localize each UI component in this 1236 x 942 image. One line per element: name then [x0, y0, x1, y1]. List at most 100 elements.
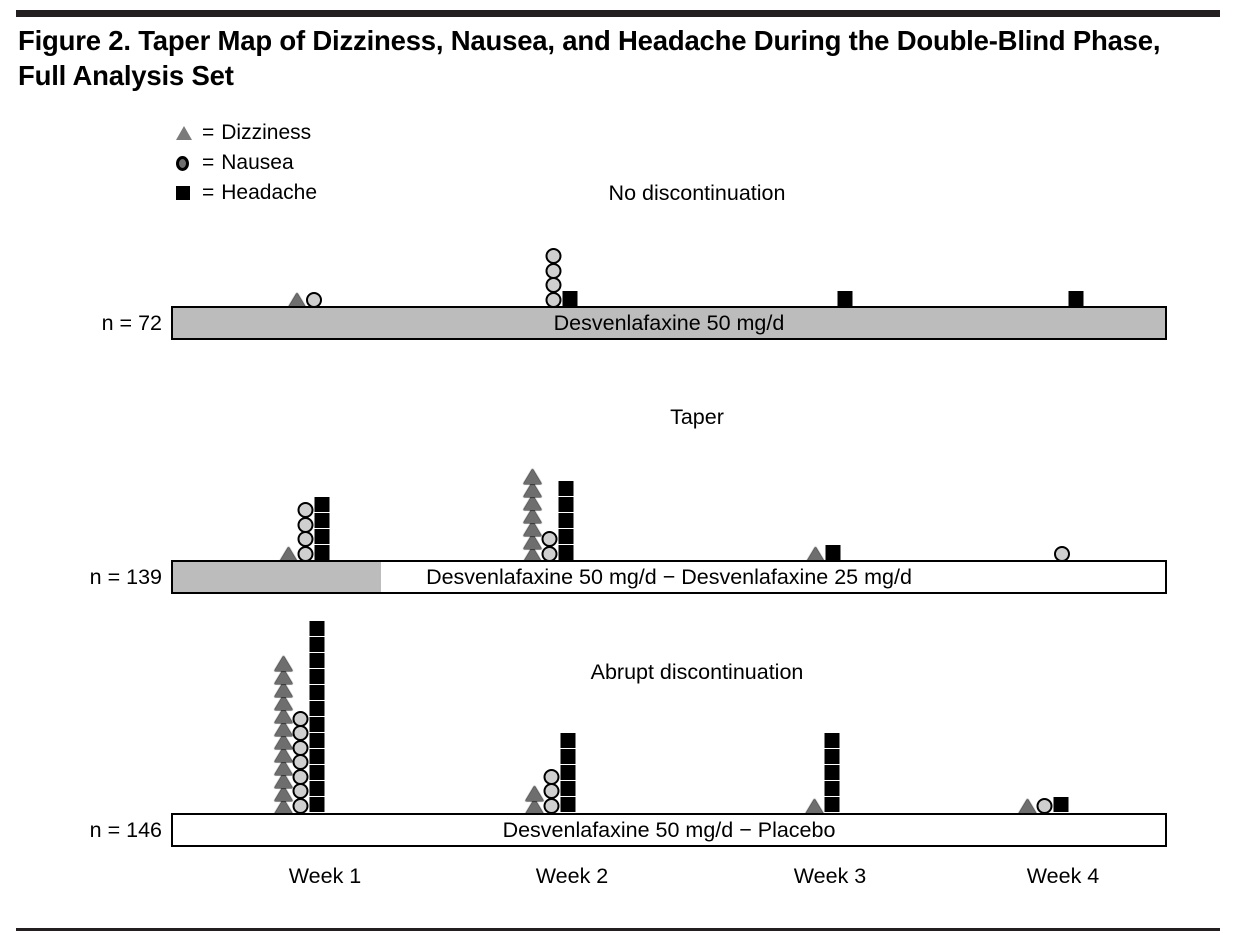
- page-title: Figure 2. Taper Map of Dizziness, Nausea…: [18, 25, 1161, 91]
- marker-stack: [806, 544, 842, 562]
- headache-column-marker: [559, 764, 577, 781]
- treatment-bar-no-discontinuation: Desvenlafaxine 50 mg/d: [171, 306, 1167, 340]
- dizziness-column-marker: [274, 656, 293, 671]
- legend: = Dizziness = Nausea = Headache: [176, 118, 506, 208]
- nausea-column-marker: [292, 725, 309, 741]
- axis-label-week-2: Week 2: [535, 864, 609, 888]
- dizziness-column-marker: [525, 786, 544, 801]
- headache-column-marker: [308, 716, 326, 733]
- dizziness-column-marker: [523, 547, 542, 562]
- marker-stack: [805, 732, 841, 814]
- headache-column-marker: [559, 732, 577, 749]
- legend-equals: =: [202, 121, 215, 144]
- marker-stack: [1018, 796, 1070, 814]
- legend-equals: =: [202, 151, 215, 174]
- headache-column-marker: [313, 496, 331, 513]
- nausea-column-marker: [545, 277, 562, 293]
- triangle-icon: [176, 126, 198, 140]
- dizziness-column: [288, 293, 306, 308]
- nausea-column-marker: [297, 502, 314, 518]
- dizziness-column-marker: [523, 521, 542, 536]
- dizziness-column: [274, 656, 293, 814]
- headache-column: [561, 290, 579, 307]
- dizziness-column-marker: [274, 760, 293, 775]
- marker-stack: [525, 732, 577, 814]
- dizziness-column: [1018, 799, 1037, 814]
- nausea-column: [1036, 797, 1053, 814]
- headache-column-marker: [559, 796, 577, 813]
- marker-stack: [279, 496, 331, 562]
- dizziness-column-marker: [279, 547, 298, 562]
- headache-column-marker: [823, 732, 841, 749]
- headache-column: [308, 620, 326, 813]
- treatment-bar-abrupt-discontinuation: Desvenlafaxine 50 mg/d − Placebo: [171, 813, 1167, 847]
- legend-label-dizziness: Dizziness: [221, 121, 312, 144]
- dizziness-column: [523, 469, 542, 562]
- legend-item-headache: = Headache: [176, 178, 506, 208]
- square-icon: [176, 186, 198, 200]
- legend-equals: =: [202, 181, 215, 204]
- dizziness-column-marker: [274, 695, 293, 710]
- dizziness-column-marker: [274, 682, 293, 697]
- dizziness-column: [806, 547, 825, 562]
- headache-column-marker: [308, 636, 326, 653]
- dizziness-column-marker: [525, 799, 544, 814]
- panel-heading-taper: Taper: [670, 405, 724, 429]
- marker-stack: [1067, 290, 1085, 307]
- dizziness-column-marker: [805, 799, 824, 814]
- marker-stack: [1054, 545, 1070, 562]
- bar-label-no-discontinuation: Desvenlafaxine 50 mg/d: [553, 310, 785, 335]
- axis-label-week-3: Week 3: [793, 864, 867, 888]
- nausea-column: [292, 710, 309, 814]
- treatment-bar-taper: Desvenlafaxine 50 mg/d − Desvenlafaxine …: [171, 560, 1167, 594]
- nausea-column: [1054, 545, 1070, 562]
- headache-column-marker: [308, 732, 326, 749]
- dizziness-column-marker: [523, 534, 542, 549]
- dizziness-column-marker: [523, 469, 542, 484]
- dizziness-column-marker: [806, 547, 825, 562]
- legend-label-nausea: Nausea: [221, 151, 294, 174]
- dizziness-column-marker: [274, 721, 293, 736]
- headache-column-marker: [1067, 290, 1085, 307]
- dizziness-column-marker: [274, 708, 293, 723]
- headache-column-marker: [559, 748, 577, 765]
- n-label-panel-3: n = 146: [89, 818, 162, 842]
- legend-item-dizziness: = Dizziness: [176, 118, 506, 148]
- headache-column-marker: [823, 796, 841, 813]
- top-rule: [16, 10, 1220, 17]
- nausea-column-marker: [292, 797, 309, 814]
- axis-label-week-1: Week 1: [288, 864, 362, 888]
- headache-column-marker: [561, 290, 579, 307]
- headache-column-marker: [308, 748, 326, 765]
- nausea-column: [545, 248, 562, 308]
- headache-column-marker: [559, 780, 577, 797]
- bar-label-abrupt-discontinuation: Desvenlafaxine 50 mg/d − Placebo: [502, 817, 836, 842]
- nausea-column-marker: [292, 754, 309, 770]
- headache-column: [824, 544, 842, 561]
- dizziness-column-marker: [274, 669, 293, 684]
- dizziness-column-marker: [274, 799, 293, 814]
- dizziness-column-marker: [523, 482, 542, 497]
- nausea-column: [543, 768, 560, 814]
- nausea-column: [297, 502, 314, 562]
- dizziness-column-marker: [288, 293, 306, 308]
- dizziness-column: [525, 786, 544, 814]
- panel-heading-no-discontinuation: No discontinuation: [608, 181, 786, 205]
- marker-stack: [274, 620, 326, 814]
- nausea-column-marker: [297, 531, 314, 547]
- bar-fill: [173, 562, 382, 592]
- headache-column-marker: [557, 544, 575, 561]
- headache-column-marker: [308, 780, 326, 797]
- headache-column-marker: [836, 290, 854, 307]
- headache-column-marker: [823, 780, 841, 797]
- headache-column-marker: [823, 764, 841, 781]
- n-label-panel-2: n = 139: [89, 565, 162, 589]
- nausea-column-marker: [543, 797, 560, 814]
- bar-label-taper: Desvenlafaxine 50 mg/d − Desvenlafaxine …: [426, 564, 912, 589]
- nausea-column-marker: [543, 783, 560, 799]
- marker-stack: [836, 290, 854, 307]
- headache-column-marker: [308, 684, 326, 701]
- headache-column-marker: [308, 796, 326, 813]
- axis-label-week-4: Week 4: [1026, 864, 1100, 888]
